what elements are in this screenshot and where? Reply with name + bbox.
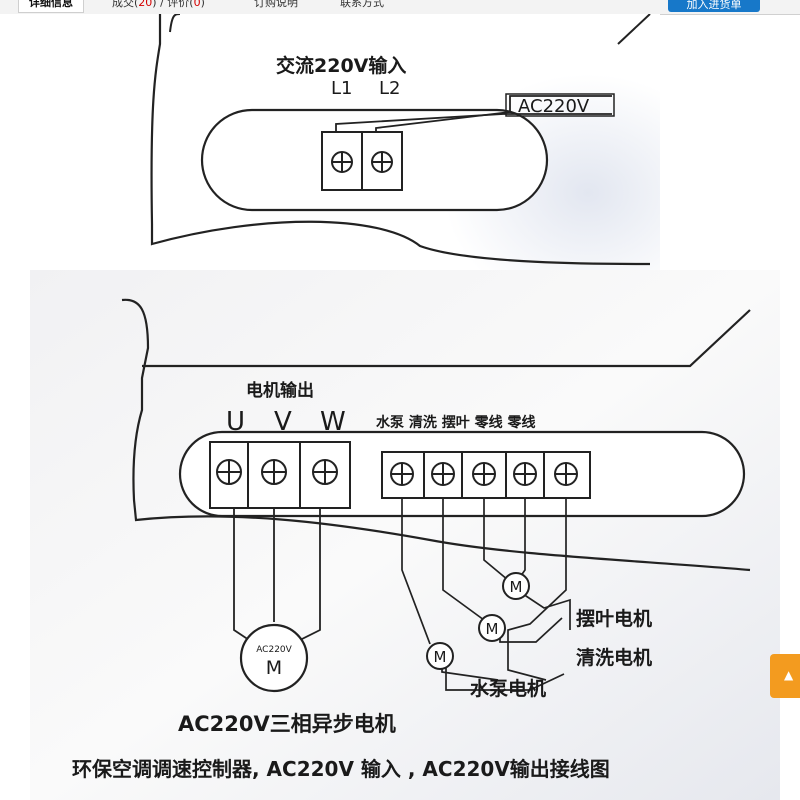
clean-motor-label: 清洗电机 xyxy=(576,646,652,669)
output-wiring-diagram: AC220V M M M M 电机输出 U V W 水泵 清洗 摆叶 零线 零线… xyxy=(30,270,780,800)
right-terminal-labels: 水泵 清洗 摆叶 零线 零线 xyxy=(376,414,536,431)
leader-l2 xyxy=(375,95,612,132)
side-float-button[interactable]: ▲ xyxy=(770,654,800,698)
add-to-cart-button[interactable]: 加入进货单 xyxy=(668,0,760,12)
tab-deals-label: 成交( xyxy=(112,0,139,9)
l1-label: L1 xyxy=(331,78,352,99)
right-wires xyxy=(401,498,571,691)
screw-terminal-icon xyxy=(371,151,393,173)
tab-order-label: 订购说明 xyxy=(254,0,298,9)
tab-order-info[interactable]: 订购说明 xyxy=(254,0,298,12)
w-label: W xyxy=(320,407,346,437)
deal-count: 20 xyxy=(138,0,153,9)
pump-motor-label: 水泵电机 xyxy=(470,677,546,700)
motor-icon: M xyxy=(502,572,530,600)
motor-icon: M xyxy=(426,642,454,670)
input-wiring-diagram: AC220V 交流220V输入 L1 L2 xyxy=(0,14,660,272)
tab-deals-reviews[interactable]: 成交(20) / 评价(0) xyxy=(112,0,205,12)
motor-output-title: 电机输出 xyxy=(246,380,314,401)
swing-motor-label: 摆叶电机 xyxy=(576,607,652,630)
tab-close-paren: ) xyxy=(200,0,205,9)
uvw-wires xyxy=(233,508,321,643)
screw-terminal-icon xyxy=(331,151,353,173)
tab-reviews-label: ) / 评价( xyxy=(152,0,194,9)
motor-m-label: M xyxy=(266,657,282,679)
tab-contact[interactable]: 联系方式 xyxy=(340,0,384,12)
swing-motor-m: M xyxy=(510,578,523,596)
tab-details[interactable]: 详细信息 xyxy=(18,0,84,13)
motor-icon: M xyxy=(478,614,506,642)
ac220v-label: AC220V xyxy=(518,96,590,117)
clean-motor-m: M xyxy=(486,620,499,638)
v-label: V xyxy=(274,407,292,437)
tab-contact-label: 联系方式 xyxy=(340,0,384,9)
diagram-caption: 环保空调调速控制器, AC220V 输入 , AC220V输出接线图 xyxy=(72,757,610,781)
motor-ac-label: AC220V xyxy=(256,645,292,655)
l2-label: L2 xyxy=(379,78,400,99)
side-arrow-icon: ▲ xyxy=(784,668,794,682)
tab-bar: 详细信息 成交(20) / 评价(0) 订购说明 联系方式 加入进货单 xyxy=(0,0,800,15)
pump-motor-m: M xyxy=(434,648,447,666)
review-count: 0 xyxy=(193,0,201,9)
add-to-cart-label: 加入进货单 xyxy=(686,0,742,11)
tab-details-label: 详细信息 xyxy=(29,0,73,9)
leader-l1 xyxy=(335,113,612,132)
u-label: U xyxy=(226,407,245,437)
motor-icon: AC220V M xyxy=(239,623,309,693)
three-phase-label: AC220V三相异步电机 xyxy=(178,712,396,736)
input-title: 交流220V输入 xyxy=(276,54,406,77)
housing-outline xyxy=(150,14,651,266)
